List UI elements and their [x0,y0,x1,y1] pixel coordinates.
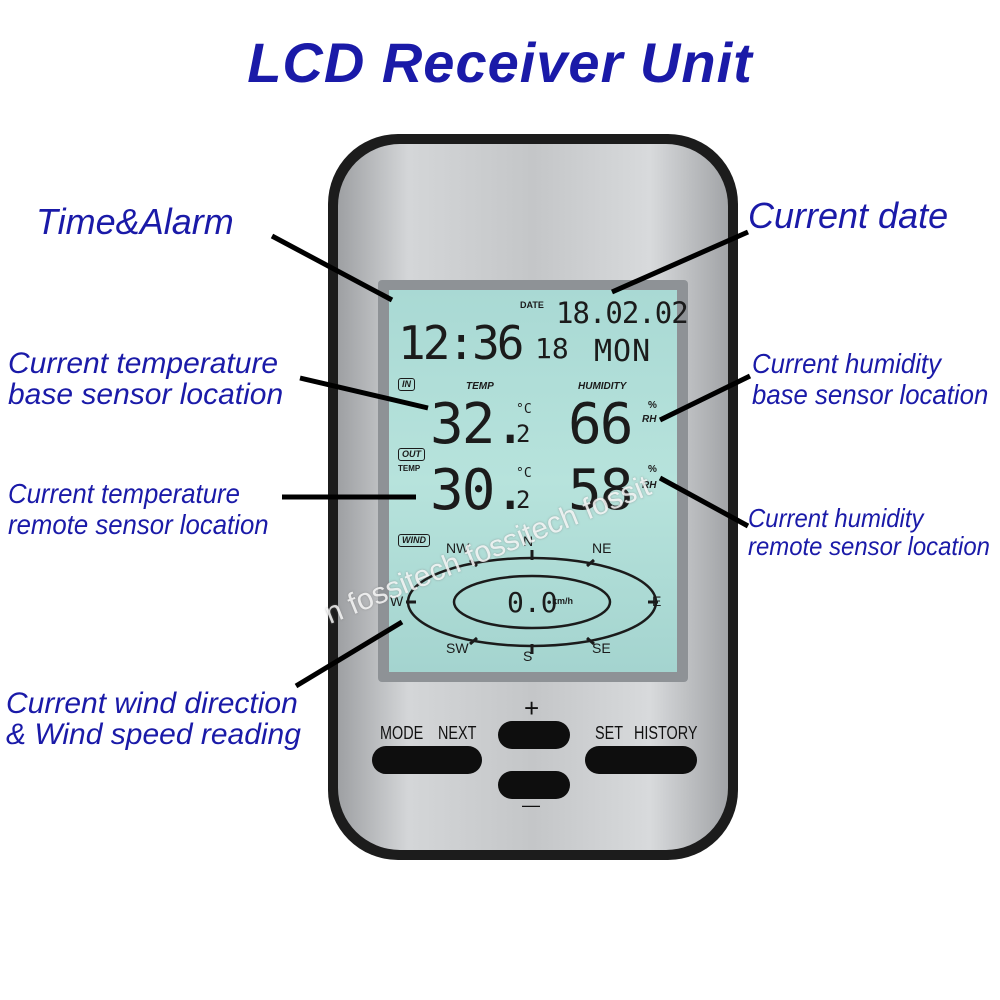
history-label: HISTORY [634,723,698,743]
humidity-header: HUMIDITY [578,381,627,392]
callout-wind: Current wind direction & Wind speed read… [6,688,301,750]
plus-label: + [524,693,540,723]
callout-wind-line1: Current wind direction [6,687,298,720]
out-temp-value: 30. [430,458,527,523]
callout-wind-line2: & Wind speed reading [6,718,301,751]
minus-label: — [522,795,540,815]
time-display: 12:36 [398,316,524,370]
compass-ne: NE [592,540,612,556]
in-label: IN [398,378,415,391]
mode-label: MODE [380,723,424,743]
minus-button[interactable] [498,771,570,799]
in-rh: RH [642,414,657,425]
in-percent: % [648,400,657,411]
out-humidity-value: 58 [568,458,633,523]
callout-temp-base: Current temperature base sensor location [8,348,283,410]
next-label: NEXT [438,723,477,743]
compass-sw: SW [446,640,469,656]
mode-next-button[interactable] [372,746,482,774]
out-rh: RH [642,480,657,491]
compass-n: N [523,533,534,549]
day-display: MON [594,334,652,369]
callout-humidity-base-line2: base sensor location [752,379,989,410]
wind-speed-unit: km/h [552,596,574,606]
callout-temp-remote-line1: Current temperature [8,478,240,509]
out-percent: % [648,464,657,475]
pointer-humidity-base [658,373,752,423]
out-celsius-unit: °C [516,466,532,481]
wind-speed-value: 0.0 [507,586,558,619]
callout-temp-base-line1: Current temperature [8,347,279,380]
callout-humidity-remote-line1: Current humidity [748,503,924,533]
callout-temp-remote-line2: remote sensor location [8,509,269,540]
lcd-screen [389,290,677,672]
date-label: DATE [520,300,544,310]
compass-nw: NW [446,540,470,556]
seconds-display: 18 [535,332,569,365]
pointer-wind [294,619,404,689]
diagram-title: LCD Receiver Unit [247,31,753,94]
pointer-current-date [610,229,750,295]
compass-inner-ring [452,574,612,630]
compass-tick-sw [469,636,478,646]
callout-current-date: Current date [748,195,949,236]
plus-button[interactable] [498,721,570,749]
callout-humidity-remote-line2: remote sensor location [748,531,990,561]
out-temp-decimal: 2 [516,486,531,514]
callout-temp-remote: Current temperature remote sensor locati… [8,478,269,540]
callout-humidity-remote: Current humidity remote sensor location [748,504,990,560]
in-temp-value: 32. [430,392,527,457]
compass-tick-nw [469,558,478,568]
temp-header: TEMP [466,381,494,392]
pointer-temp-base [299,375,429,411]
compass-tick-se [586,636,595,646]
callout-humidity-base-line1: Current humidity [752,348,941,379]
callout-temp-base-line2: base sensor location [8,378,284,411]
set-history-button[interactable] [585,746,697,774]
in-temp-decimal: 2 [516,420,531,448]
out-temp-label: TEMP [398,464,421,473]
callout-humidity-base: Current humidity base sensor location [752,348,988,410]
date-display: 18.02.02 [556,296,689,330]
compass-s: S [523,648,533,664]
set-label: SET [595,723,624,743]
wind-label: WIND [398,534,430,547]
out-label: OUT [398,448,425,461]
compass-se: SE [592,640,611,656]
pointer-humidity-remote [658,475,750,529]
callout-time-alarm: Time&Alarm [36,201,234,242]
pointer-time-alarm [270,233,394,303]
compass-e: E [652,593,662,609]
in-celsius-unit: °C [516,402,532,417]
compass-tick-ne [586,558,595,568]
in-humidity-value: 66 [568,392,633,457]
compass-w: W [390,593,404,609]
